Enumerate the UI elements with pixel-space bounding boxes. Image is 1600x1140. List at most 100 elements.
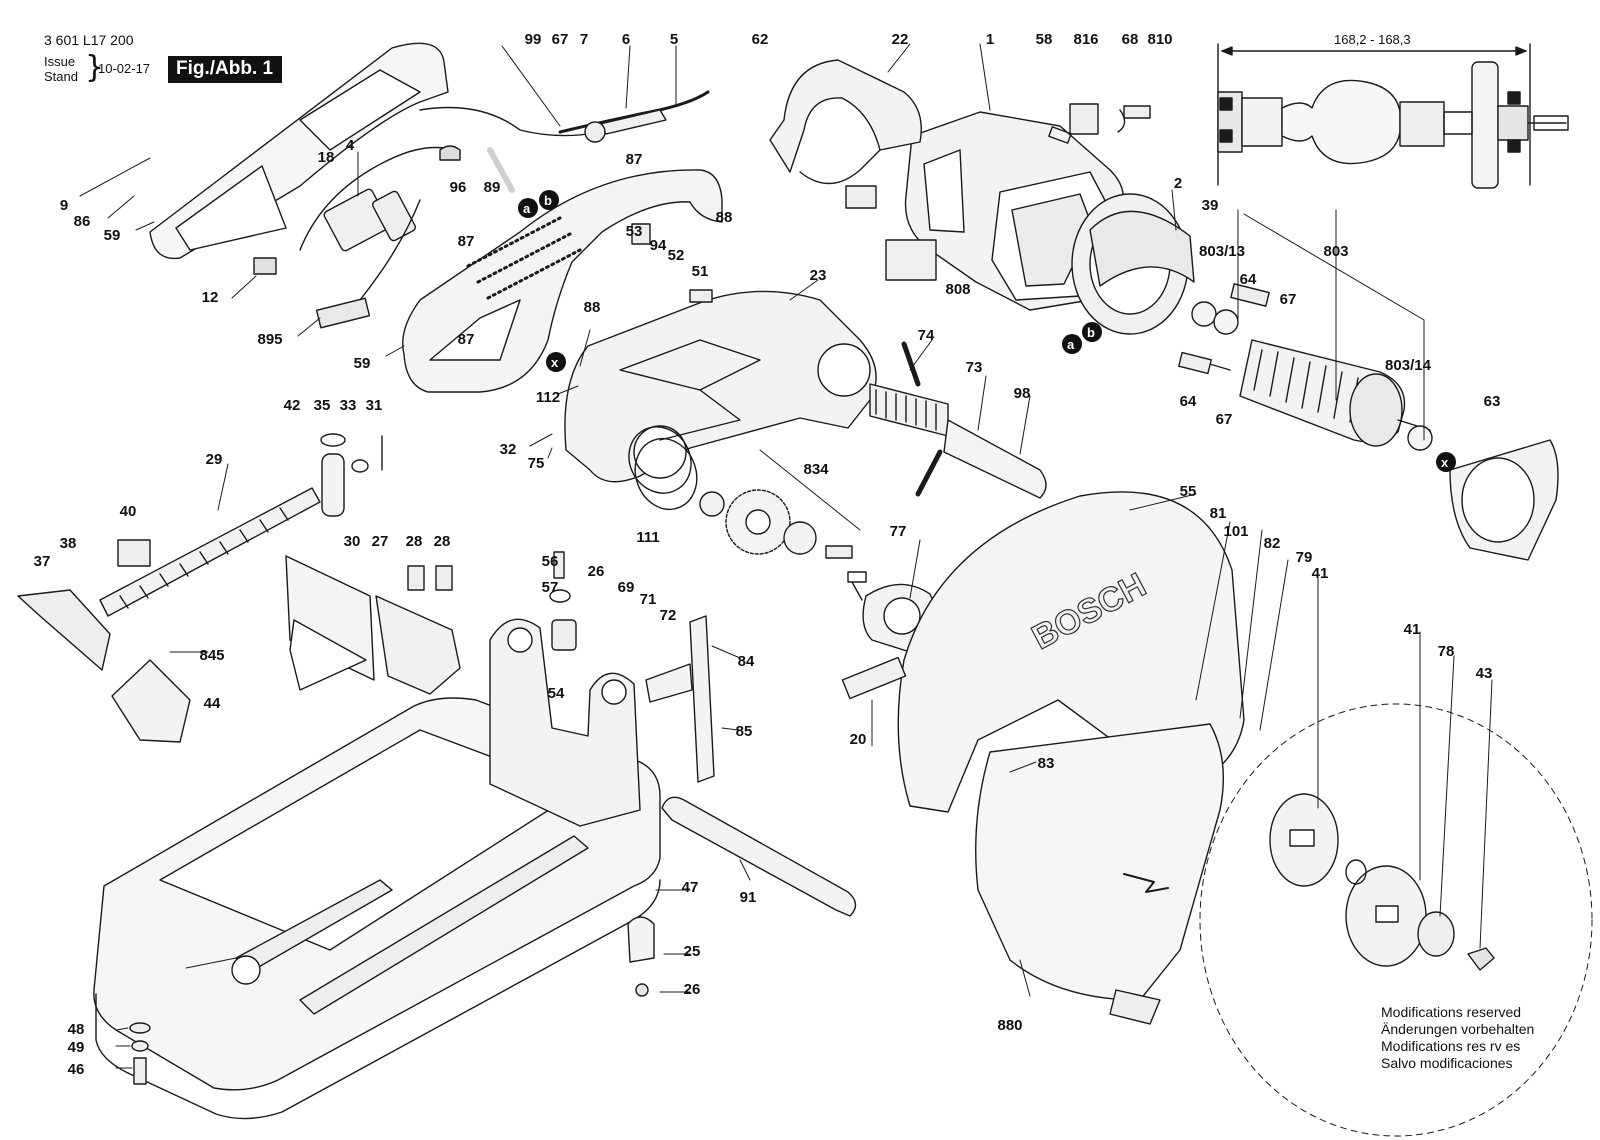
note-line: Änderungen vorbehalten xyxy=(1381,1021,1535,1037)
callout-96: 96 xyxy=(450,179,467,196)
callout-834: 834 xyxy=(803,461,829,478)
callout-53: 53 xyxy=(626,223,643,240)
callout-77: 77 xyxy=(890,523,907,540)
leader-lines xyxy=(79,43,1493,1069)
callout-88-b: 88 xyxy=(584,299,601,316)
dimension-label: 168,2 - 168,3 xyxy=(1334,32,1411,47)
callout-98: 98 xyxy=(1014,385,1031,402)
callout-63: 63 xyxy=(1484,393,1501,410)
callout-33: 33 xyxy=(340,397,357,414)
callout-12: 12 xyxy=(202,289,219,306)
field-coil-part xyxy=(1071,193,1195,335)
callout-808: 808 xyxy=(945,281,970,298)
callout-43: 43 xyxy=(1476,665,1493,682)
modification-notes: Modifications reserved Änderungen vorbeh… xyxy=(1381,1004,1534,1072)
callout-64-b: 64 xyxy=(1180,393,1197,410)
callout-73: 73 xyxy=(966,359,983,376)
callout-67-a: 67 xyxy=(1280,291,1297,308)
callout-31: 31 xyxy=(366,397,383,414)
document-number: 3 601 L17 200 xyxy=(44,32,134,48)
callout-87-b: 87 xyxy=(458,233,475,250)
marker-x2-circle xyxy=(1436,452,1456,472)
callout-895: 895 xyxy=(257,331,282,348)
callout-46: 46 xyxy=(68,1061,85,1078)
callout-87-a: 87 xyxy=(626,151,643,168)
gear-set-part xyxy=(634,437,867,601)
callout-35: 35 xyxy=(314,397,331,414)
issue-label: Issue xyxy=(44,54,76,69)
callout-99: 99 xyxy=(525,31,542,48)
marker-b2-circle xyxy=(1082,322,1102,342)
callout-41-a: 41 xyxy=(1312,565,1329,582)
callout-69: 69 xyxy=(618,579,635,596)
callout-48: 48 xyxy=(68,1021,85,1038)
callout-58: 58 xyxy=(1036,31,1053,48)
callout-52: 52 xyxy=(668,247,685,264)
armature-part xyxy=(1178,283,1433,451)
marker-b2-label: b xyxy=(1087,325,1095,340)
callout-23: 23 xyxy=(810,267,827,284)
marker-a2-circle xyxy=(1062,334,1082,354)
callout-9: 9 xyxy=(60,197,68,214)
vise-screw-part xyxy=(17,487,321,743)
stand-label: Stand xyxy=(44,69,78,84)
callout-51: 51 xyxy=(692,263,709,280)
callout-111: 111 xyxy=(636,529,659,546)
callout-42: 42 xyxy=(284,397,301,414)
callout-54: 54 xyxy=(548,685,565,702)
callout-20: 20 xyxy=(850,731,867,748)
callout-30: 30 xyxy=(344,533,361,550)
callout-7: 7 xyxy=(580,31,588,48)
end-cover-part xyxy=(1449,439,1559,561)
callout-803: 803 xyxy=(1323,243,1348,260)
callout-55: 55 xyxy=(1180,483,1197,500)
callout-62: 62 xyxy=(752,31,769,48)
callout-49: 49 xyxy=(68,1039,85,1056)
armature-dimension-drawing xyxy=(1217,43,1569,189)
callout-6: 6 xyxy=(622,31,630,48)
callout-67-b: 67 xyxy=(1216,411,1233,428)
callout-32: 32 xyxy=(500,441,517,458)
callout-86: 86 xyxy=(74,213,91,230)
callout-82: 82 xyxy=(1264,535,1281,552)
power-cable-part xyxy=(558,90,710,143)
figure-badge: Fig./Abb. 1 xyxy=(168,56,283,83)
callout-5: 5 xyxy=(670,31,678,48)
callout-89: 89 xyxy=(484,179,501,196)
small-fasteners xyxy=(129,103,1151,1085)
callout-67-top: 67 xyxy=(552,31,569,48)
marker-x2-label: x xyxy=(1441,455,1449,470)
callout-28-b: 28 xyxy=(434,533,451,550)
callout-59-mid: 59 xyxy=(354,355,371,372)
marker-a2-label: a xyxy=(1067,337,1075,352)
callout-18: 18 xyxy=(318,149,335,166)
callout-59-top: 59 xyxy=(104,227,121,244)
callout-803-13: 803/13 xyxy=(1199,243,1245,260)
note-line: Salvo modificaciones xyxy=(1381,1055,1513,1071)
callout-87-c: 87 xyxy=(458,331,475,348)
callout-2: 2 xyxy=(1174,175,1182,192)
callout-56: 56 xyxy=(542,553,559,570)
callout-29: 29 xyxy=(206,451,223,468)
callout-803-14: 803/14 xyxy=(1385,357,1432,374)
callout-1: 1 xyxy=(986,31,994,48)
callout-26-b: 26 xyxy=(684,981,701,998)
callout-22: 22 xyxy=(892,31,909,48)
callout-88-a: 88 xyxy=(716,209,733,226)
adjust-plate-part xyxy=(645,615,715,783)
cutting-disc-part xyxy=(1199,703,1593,1137)
callout-816: 816 xyxy=(1073,31,1098,48)
callout-71: 71 xyxy=(640,591,657,608)
callout-4: 4 xyxy=(346,137,355,154)
handle-cover-part xyxy=(149,42,449,260)
marker-b-circle xyxy=(539,190,559,210)
callout-57: 57 xyxy=(542,579,559,596)
callout-72: 72 xyxy=(660,607,677,624)
main-handle-part xyxy=(402,169,723,393)
blade-guard-part xyxy=(841,491,1245,1025)
note-line: Modifications reserved xyxy=(1381,1004,1522,1020)
callout-81: 81 xyxy=(1210,505,1227,522)
callout-37: 37 xyxy=(34,553,51,570)
